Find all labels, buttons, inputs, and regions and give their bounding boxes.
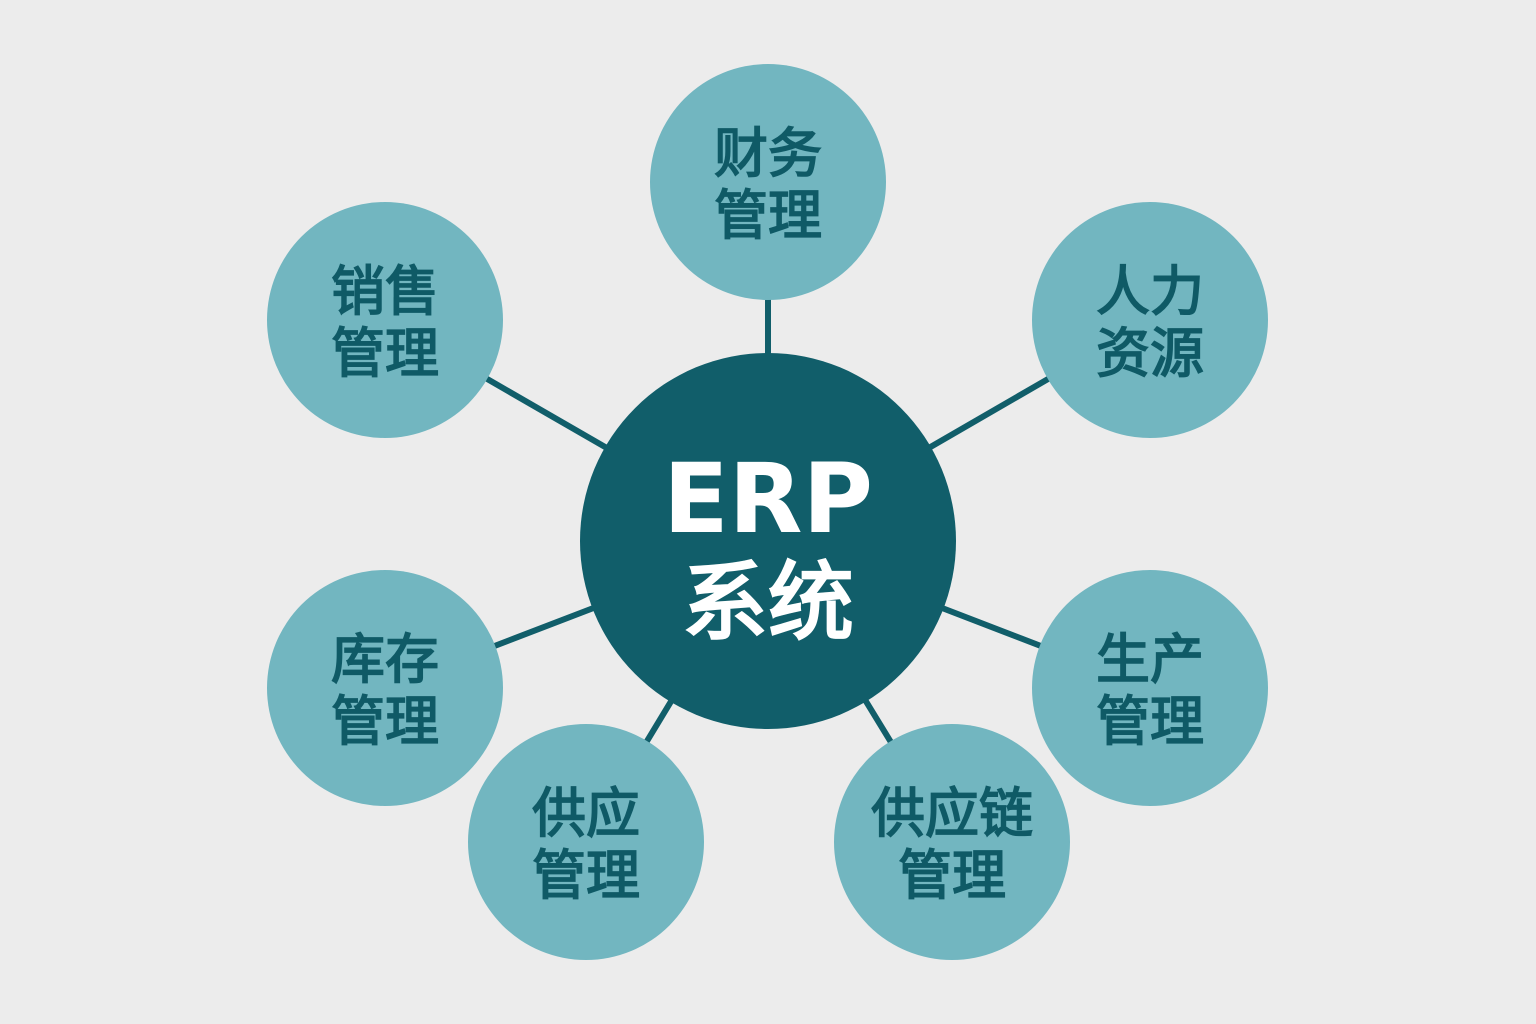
module-circle (267, 202, 503, 438)
module-label: 管理 (714, 184, 822, 247)
module-circle (1032, 202, 1268, 438)
module-label: 管理 (898, 844, 1006, 907)
center-circle (580, 353, 956, 729)
module-label: 财务 (714, 122, 822, 185)
module-label: 销售 (331, 260, 439, 323)
module-label: 库存 (331, 628, 439, 691)
module-label: 管理 (1096, 690, 1204, 753)
module-label: 管理 (331, 690, 439, 753)
module-label: 人力 (1096, 260, 1204, 323)
module-circle (834, 724, 1070, 960)
module-circle (468, 724, 704, 960)
module-label: 生产 (1096, 628, 1204, 691)
center-subtitle: 系统 (682, 553, 854, 653)
module-label: 资源 (1096, 322, 1204, 385)
module-label: 供应链 (871, 782, 1033, 845)
center-node: ERP 系统 (580, 353, 956, 729)
module-circle (650, 64, 886, 300)
module-label: 供应 (532, 782, 640, 845)
module-label: 管理 (331, 322, 439, 385)
module-circle (267, 570, 503, 806)
module-circle (1032, 570, 1268, 806)
module-label: 管理 (532, 844, 640, 907)
center-title: ERP (663, 443, 873, 555)
